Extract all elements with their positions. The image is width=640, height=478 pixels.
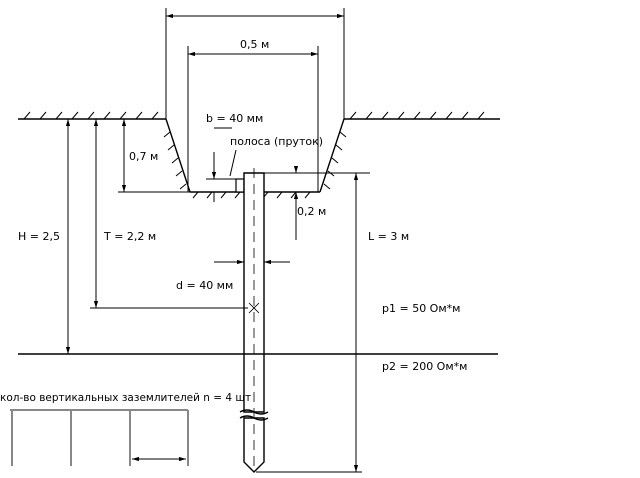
trench-depth-label: 0,7 м — [129, 150, 158, 163]
soil-hatching — [23, 111, 485, 199]
protrusion-dimension — [264, 166, 370, 240]
rho1-label: p1 = 50 Ом*м — [382, 302, 460, 315]
h-label: H = 2,5 — [18, 230, 60, 243]
rod-midpoint-mark — [248, 302, 260, 314]
strip-width-dimension — [206, 127, 236, 202]
inner-width-label: 0,5 м — [240, 38, 269, 51]
strip-conductor — [235, 178, 245, 193]
t-dimension — [90, 119, 248, 309]
l-dimension — [256, 173, 362, 473]
l-label: L = 3 м — [368, 230, 409, 243]
d-label: d = 40 мм — [176, 279, 233, 292]
trench-depth-dimension — [118, 119, 190, 193]
t-label: T = 2,2 м — [103, 230, 156, 243]
strip-leader — [229, 149, 237, 177]
top-width-dimension — [165, 8, 345, 119]
rho2-label: p2 = 200 Ом*м — [382, 360, 467, 373]
protrusion-label: 0,2 м — [297, 205, 326, 218]
count-label: кол-во вертикальных заземлителей n = 4 ш… — [0, 392, 251, 404]
strip-label: полоса (пруток) — [230, 135, 323, 148]
inner-width-dimension — [187, 46, 319, 192]
strip-width-label: b = 40 мм — [206, 112, 263, 125]
electrode-row-sketch — [10, 409, 189, 466]
